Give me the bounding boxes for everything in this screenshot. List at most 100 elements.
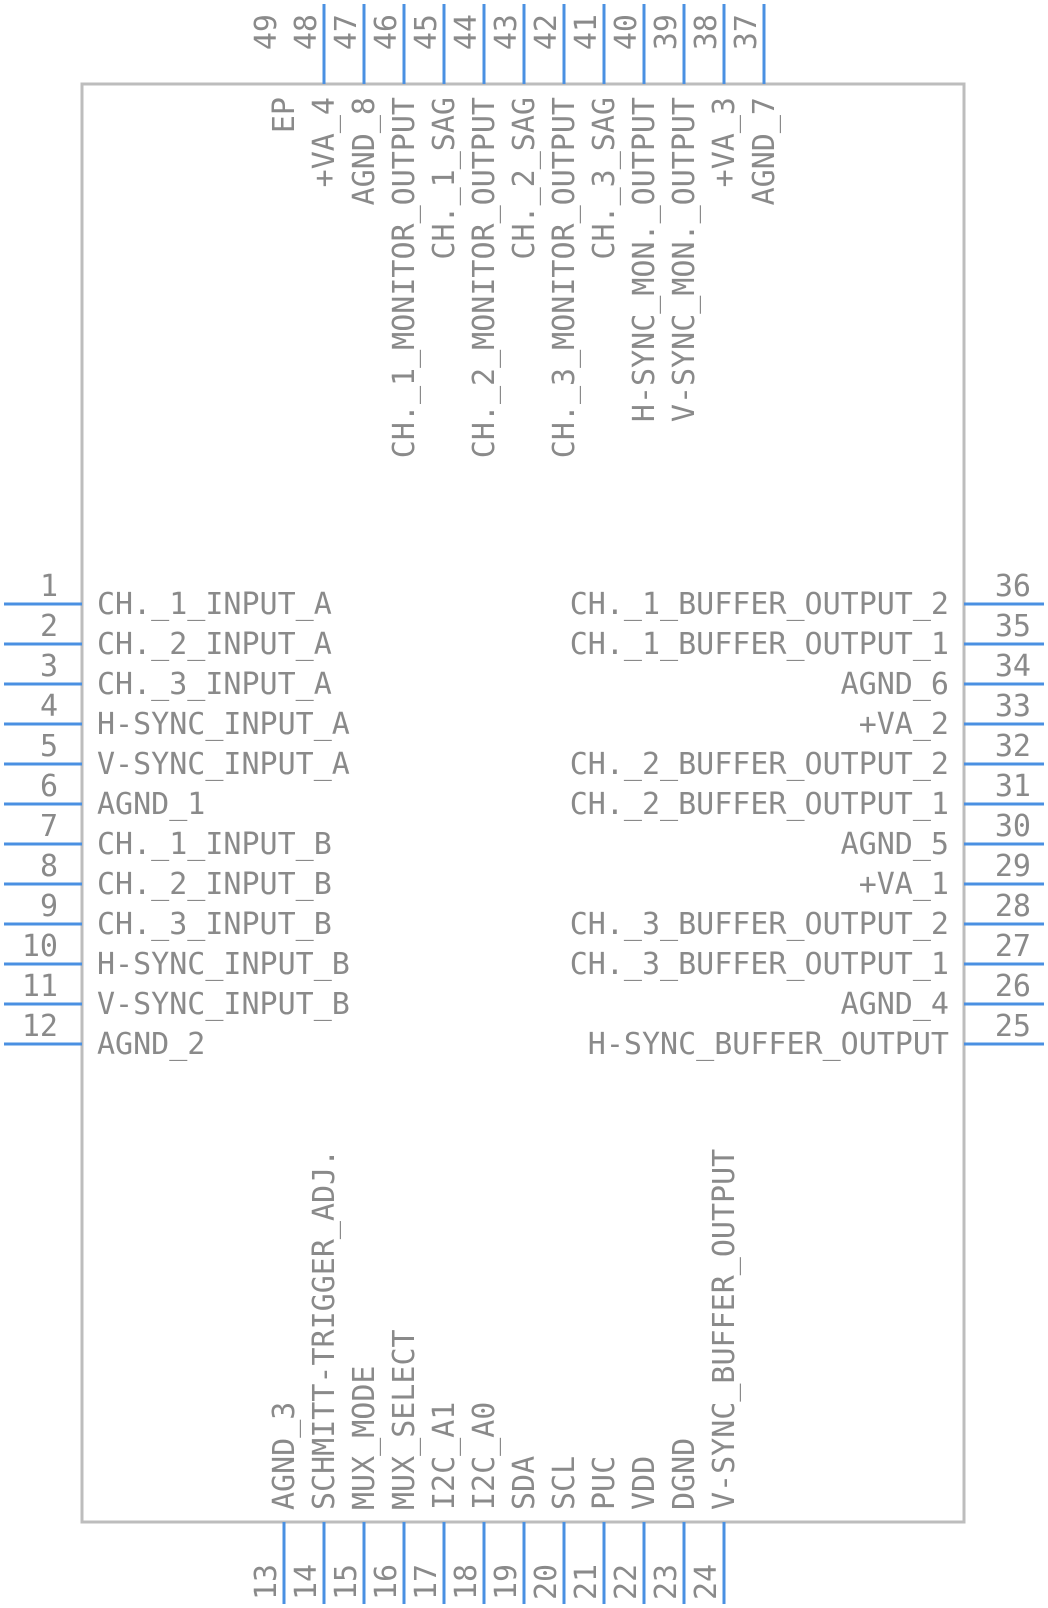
pin-46-number: 46 bbox=[369, 14, 404, 50]
pin-36-number: 36 bbox=[995, 569, 1031, 604]
pin-17-number: 17 bbox=[409, 1564, 444, 1600]
pin-16-number: 16 bbox=[369, 1564, 404, 1600]
pin-44-number: 44 bbox=[449, 14, 484, 50]
pin-43-number: 43 bbox=[489, 14, 524, 50]
pin-18-number: 18 bbox=[449, 1564, 484, 1600]
pin-28-number: 28 bbox=[995, 889, 1031, 924]
pin-10-number: 10 bbox=[22, 929, 58, 964]
pin-label-ch-1-input-b: CH._1_INPUT_B bbox=[97, 827, 332, 862]
pin-label-ch-2-input-a: CH._2_INPUT_A bbox=[97, 627, 332, 662]
pin-45-number: 45 bbox=[409, 14, 444, 50]
pin-20-number: 20 bbox=[529, 1564, 564, 1600]
pin-23-number: 23 bbox=[649, 1564, 684, 1600]
pin-label-agnd-6: AGND_6 bbox=[841, 667, 949, 702]
pin-22-number: 22 bbox=[609, 1564, 644, 1600]
pin-26-number: 26 bbox=[995, 969, 1031, 1004]
pin-27-number: 27 bbox=[995, 929, 1031, 964]
pin-1-number: 1 bbox=[40, 569, 58, 604]
pin-label-h-sync-input-a: H-SYNC_INPUT_A bbox=[97, 707, 350, 742]
pin-34-number: 34 bbox=[995, 649, 1031, 684]
pin-label-ep: EP bbox=[267, 97, 302, 133]
pin-12-number: 12 bbox=[22, 1009, 58, 1044]
pin-label-va-3: +VA_3 bbox=[707, 97, 742, 187]
pin-35-number: 35 bbox=[995, 609, 1031, 644]
pin-label-puc: PUC bbox=[587, 1456, 622, 1510]
pin-label-agnd-2: AGND_2 bbox=[97, 1027, 205, 1062]
pin-32-number: 32 bbox=[995, 729, 1031, 764]
left-pin-group: 1CH._1_INPUT_A 2CH._2_INPUT_A 3CH._3_INPUT… bbox=[4, 569, 350, 1062]
pin-label-ch-1-input-a: CH._1_INPUT_A bbox=[97, 587, 332, 622]
pin-label-ch-3-input-b: CH._3_INPUT_B bbox=[97, 907, 332, 942]
pin-41-number: 41 bbox=[569, 14, 604, 50]
pin-label-agnd-5: AGND_5 bbox=[841, 827, 949, 862]
pin-label-agnd-4: AGND_4 bbox=[841, 987, 949, 1022]
pin-label-ch-3-input-a: CH._3_INPUT_A bbox=[97, 667, 332, 702]
pin-label-scl: SCL bbox=[547, 1456, 582, 1510]
pin-7-number: 7 bbox=[40, 809, 58, 844]
pin-label-agnd-7: AGND_7 bbox=[747, 97, 782, 205]
pin-label-va-1: +VA_1 bbox=[859, 867, 949, 902]
pin-label-agnd-8: AGND_8 bbox=[347, 97, 382, 205]
pin-label-ch-1-sag: CH._1_SAG bbox=[427, 97, 462, 260]
pin-31-number: 31 bbox=[995, 769, 1031, 804]
pin-label-mux-mode: MUX_MODE bbox=[347, 1366, 382, 1511]
pin-label-mux-select: MUX_SELECT bbox=[387, 1329, 422, 1510]
pin-21-number: 21 bbox=[569, 1564, 604, 1600]
pin-label-h-sync-buffer-output: H-SYNC_BUFFER_OUTPUT bbox=[588, 1027, 949, 1062]
pin-label-schmitt-trigger-adj: SCHMITT-TRIGGER_ADJ. bbox=[307, 1149, 342, 1510]
pin-39-number: 39 bbox=[649, 14, 684, 50]
pin-label-v-sync-buffer-output: V-SYNC_BUFFER_OUTPUT bbox=[707, 1149, 742, 1510]
pin-42-number: 42 bbox=[529, 14, 564, 50]
pin-label-va-2: +VA_2 bbox=[859, 707, 949, 742]
pin-label-ch-1-monitor-output: CH._1_MONITOR_OUTPUT bbox=[387, 97, 422, 458]
pin-33-number: 33 bbox=[995, 689, 1031, 724]
pin-40-number: 40 bbox=[609, 14, 644, 50]
bottom-pin-group: 13 AGND_3 14 SCHMITT-TRIGGER_ADJ. 15 MUX_MODE… bbox=[249, 1149, 742, 1604]
pin-8-number: 8 bbox=[40, 849, 58, 884]
pin-6-number: 6 bbox=[40, 769, 58, 804]
pin-label-ch-1-buffer-output-2: CH._1_BUFFER_OUTPUT_2 bbox=[570, 587, 949, 622]
pin-label-vdd: VDD bbox=[627, 1456, 662, 1510]
pin-13-number: 13 bbox=[249, 1564, 284, 1600]
pin-38-number: 38 bbox=[689, 14, 724, 50]
pin-49-number: 49 bbox=[249, 14, 284, 50]
pin-label-h-sync-mon-output: H-SYNC_MON._OUTPUT bbox=[627, 97, 662, 422]
pin-label-h-sync-input-b: H-SYNC_INPUT_B bbox=[97, 947, 350, 982]
pin-label-v-sync-mon-output: V-SYNC_MON._OUTPUT bbox=[667, 97, 702, 422]
pin-30-number: 30 bbox=[995, 809, 1031, 844]
pin-label-ch-3-sag: CH._3_SAG bbox=[587, 97, 622, 260]
pin-5-number: 5 bbox=[40, 729, 58, 764]
pin-3-number: 3 bbox=[40, 649, 58, 684]
pin-label-va-4: +VA_4 bbox=[307, 97, 342, 187]
pin-19-number: 19 bbox=[489, 1564, 524, 1600]
pin-14-number: 14 bbox=[289, 1564, 324, 1600]
pin-29-number: 29 bbox=[995, 849, 1031, 884]
pin-label-agnd-3: AGND_3 bbox=[267, 1402, 302, 1510]
pin-label-ch-2-sag: CH._2_SAG bbox=[507, 97, 542, 260]
pin-label-i2c-a1: I2C_A1 bbox=[427, 1402, 462, 1510]
pin-label-v-sync-input-a: V-SYNC_INPUT_A bbox=[97, 747, 350, 782]
pin-label-ch-3-monitor-output: CH._3_MONITOR_OUTPUT bbox=[547, 97, 582, 458]
pin-11-number: 11 bbox=[22, 969, 58, 1004]
pin-24-number: 24 bbox=[689, 1564, 724, 1600]
pin-label-ch-3-buffer-output-2: CH._3_BUFFER_OUTPUT_2 bbox=[570, 907, 949, 942]
pin-2-number: 2 bbox=[40, 609, 58, 644]
pin-4-number: 4 bbox=[40, 689, 58, 724]
pin-9-number: 9 bbox=[40, 889, 58, 924]
pin-47-number: 47 bbox=[329, 14, 364, 50]
pin-37-number: 37 bbox=[729, 14, 764, 50]
pin-25-number: 25 bbox=[995, 1009, 1031, 1044]
pin-48-number: 48 bbox=[289, 14, 324, 50]
pin-label-ch-1-buffer-output-1: CH._1_BUFFER_OUTPUT_1 bbox=[570, 627, 949, 662]
pin-label-ch-2-input-b: CH._2_INPUT_B bbox=[97, 867, 332, 902]
pin-label-ch-3-buffer-output-1: CH._3_BUFFER_OUTPUT_1 bbox=[570, 947, 949, 982]
pin-15-number: 15 bbox=[329, 1564, 364, 1600]
pin-label-ch-2-buffer-output-1: CH._2_BUFFER_OUTPUT_1 bbox=[570, 787, 949, 822]
pin-label-i2c-a0: I2C_A0 bbox=[467, 1402, 502, 1510]
pin-label-dgnd: DGND bbox=[667, 1438, 702, 1510]
pin-label-ch-2-buffer-output-2: CH._2_BUFFER_OUTPUT_2 bbox=[570, 747, 949, 782]
pin-label-v-sync-input-b: V-SYNC_INPUT_B bbox=[97, 987, 350, 1022]
